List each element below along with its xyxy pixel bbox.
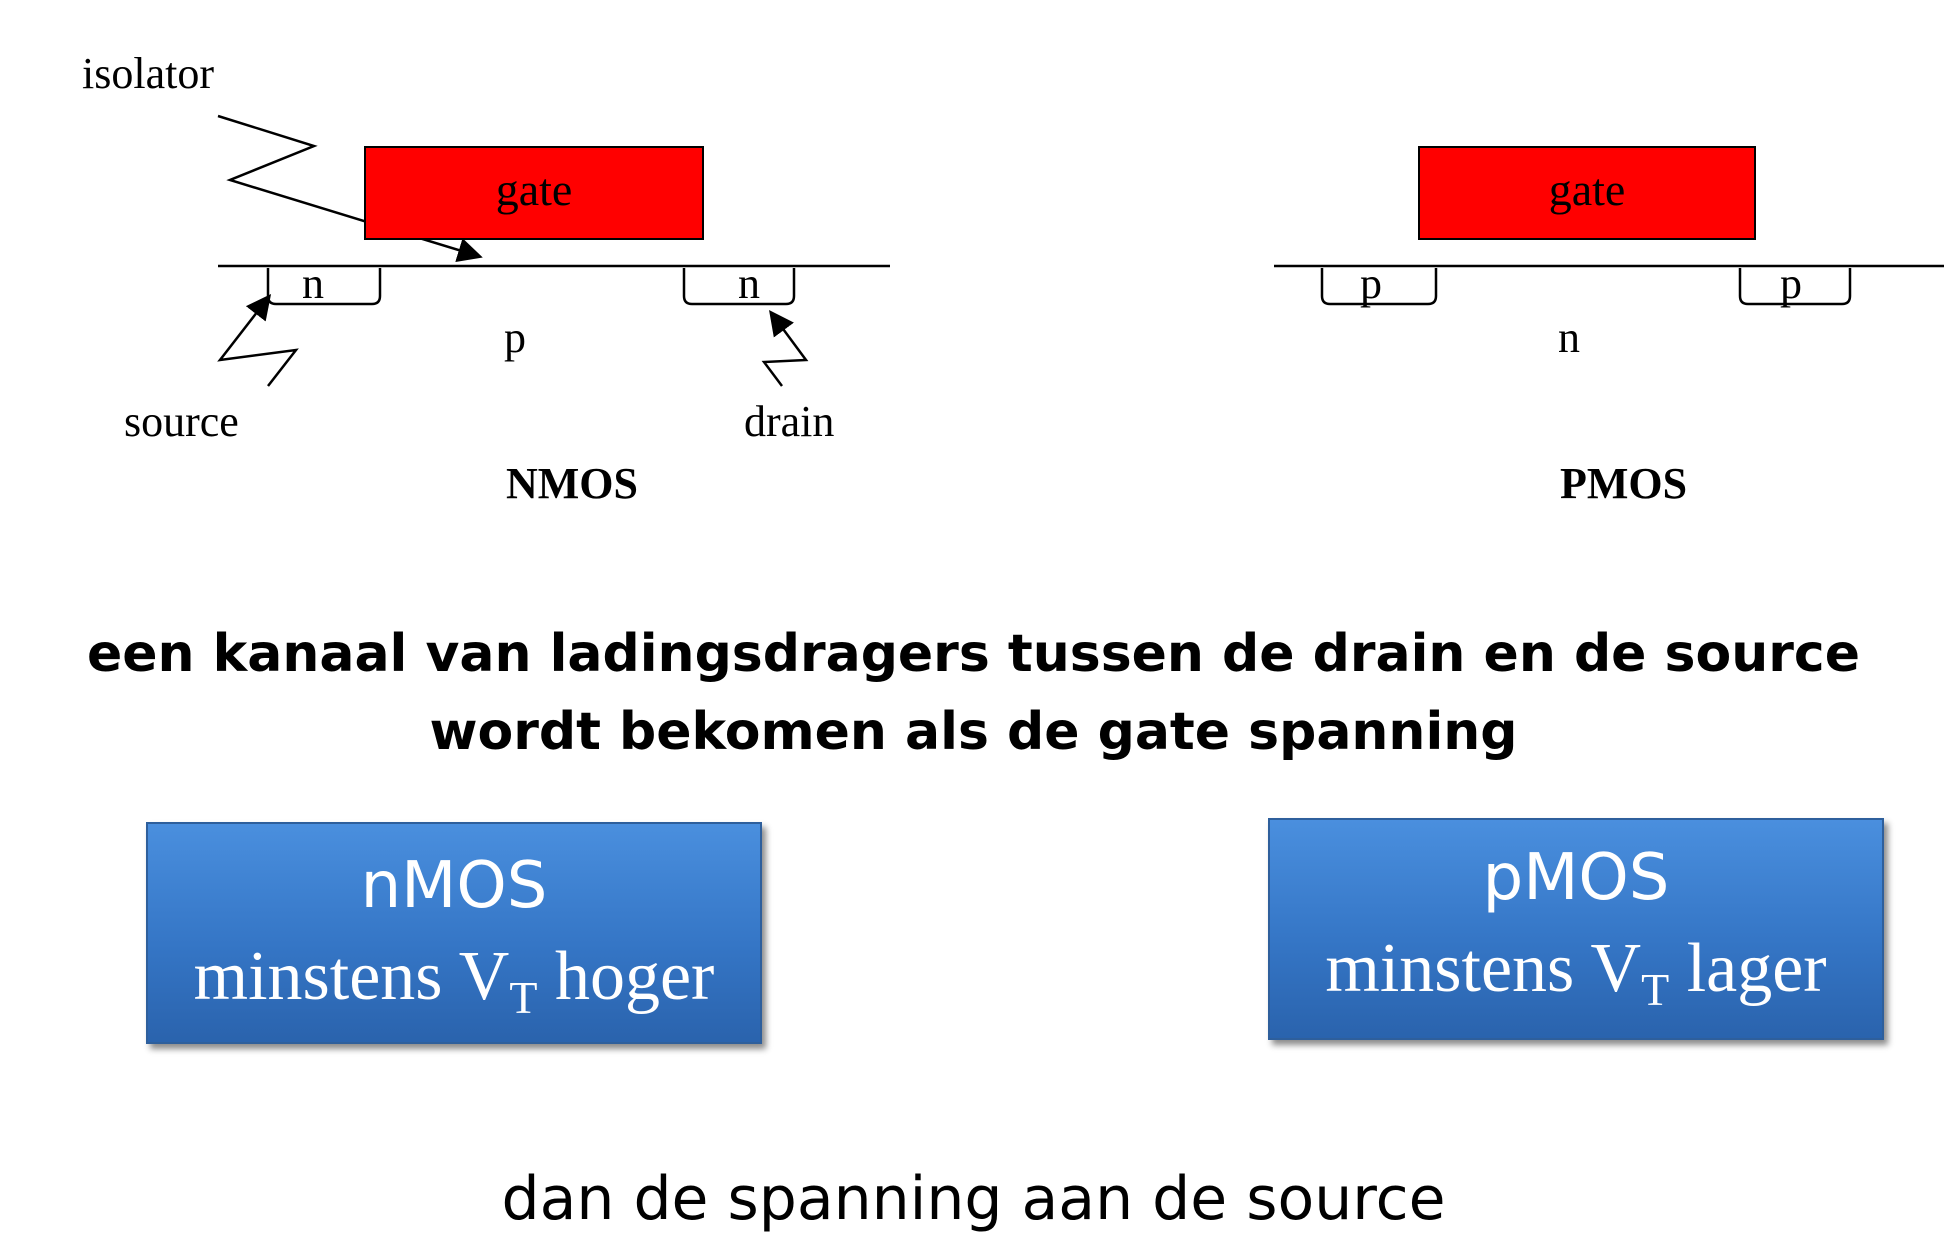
nmos-source-n-label: n — [302, 259, 324, 308]
isolator-label: isolator — [82, 49, 214, 98]
nmos-drain-n-label: n — [738, 259, 760, 308]
nmos-title: NMOS — [506, 459, 638, 508]
nmos-source-region — [266, 268, 382, 306]
pmos-box-subscript: T — [1641, 964, 1670, 1015]
source-arrow — [217, 294, 299, 387]
pmos-source-p-label: p — [1360, 259, 1382, 308]
drain-label: drain — [744, 397, 835, 446]
drain-arrow — [761, 309, 809, 387]
pmos-substrate-label: n — [1558, 313, 1580, 362]
nmos-substrate-label: p — [504, 313, 526, 362]
pmos-drain-region — [1738, 268, 1852, 306]
footer-text: dan de spanning aan de source — [501, 1164, 1446, 1234]
heading-line-2: wordt bekomen als de gate spanning — [429, 702, 1518, 762]
pmos-box-suffix: lager — [1669, 930, 1827, 1007]
nmos-box-condition: minstens VT hoger — [148, 942, 760, 1021]
source-label: source — [124, 397, 239, 446]
pmos-drain-p-label: p — [1780, 259, 1802, 308]
pmos-box-condition: minstens VT lager — [1270, 934, 1882, 1013]
nmos-drain-region — [682, 268, 796, 306]
nmos-box-prefix: minstens V — [193, 938, 510, 1015]
pmos-gate-label: gate — [1548, 163, 1626, 215]
nmos-condition-box: nMOS minstens VT hoger — [146, 822, 762, 1044]
pmos-box-prefix: minstens V — [1325, 930, 1642, 1007]
nmos-gate: gate — [364, 146, 704, 240]
nmos-box-subscript: T — [509, 972, 538, 1023]
pmos-box-title: pMOS — [1482, 841, 1670, 915]
pmos-gate: gate — [1418, 146, 1756, 240]
pmos-condition-box: pMOS minstens VT lager — [1268, 818, 1884, 1040]
isolator-arrow — [217, 114, 483, 263]
nmos-box-suffix: hoger — [537, 938, 715, 1015]
pmos-title: PMOS — [1560, 459, 1688, 508]
nmos-gate-label: gate — [495, 163, 573, 215]
pmos-source-region — [1320, 268, 1438, 306]
nmos-box-title: nMOS — [360, 849, 548, 923]
heading-line-1: een kanaal van ladingsdragers tussen de … — [87, 624, 1860, 684]
